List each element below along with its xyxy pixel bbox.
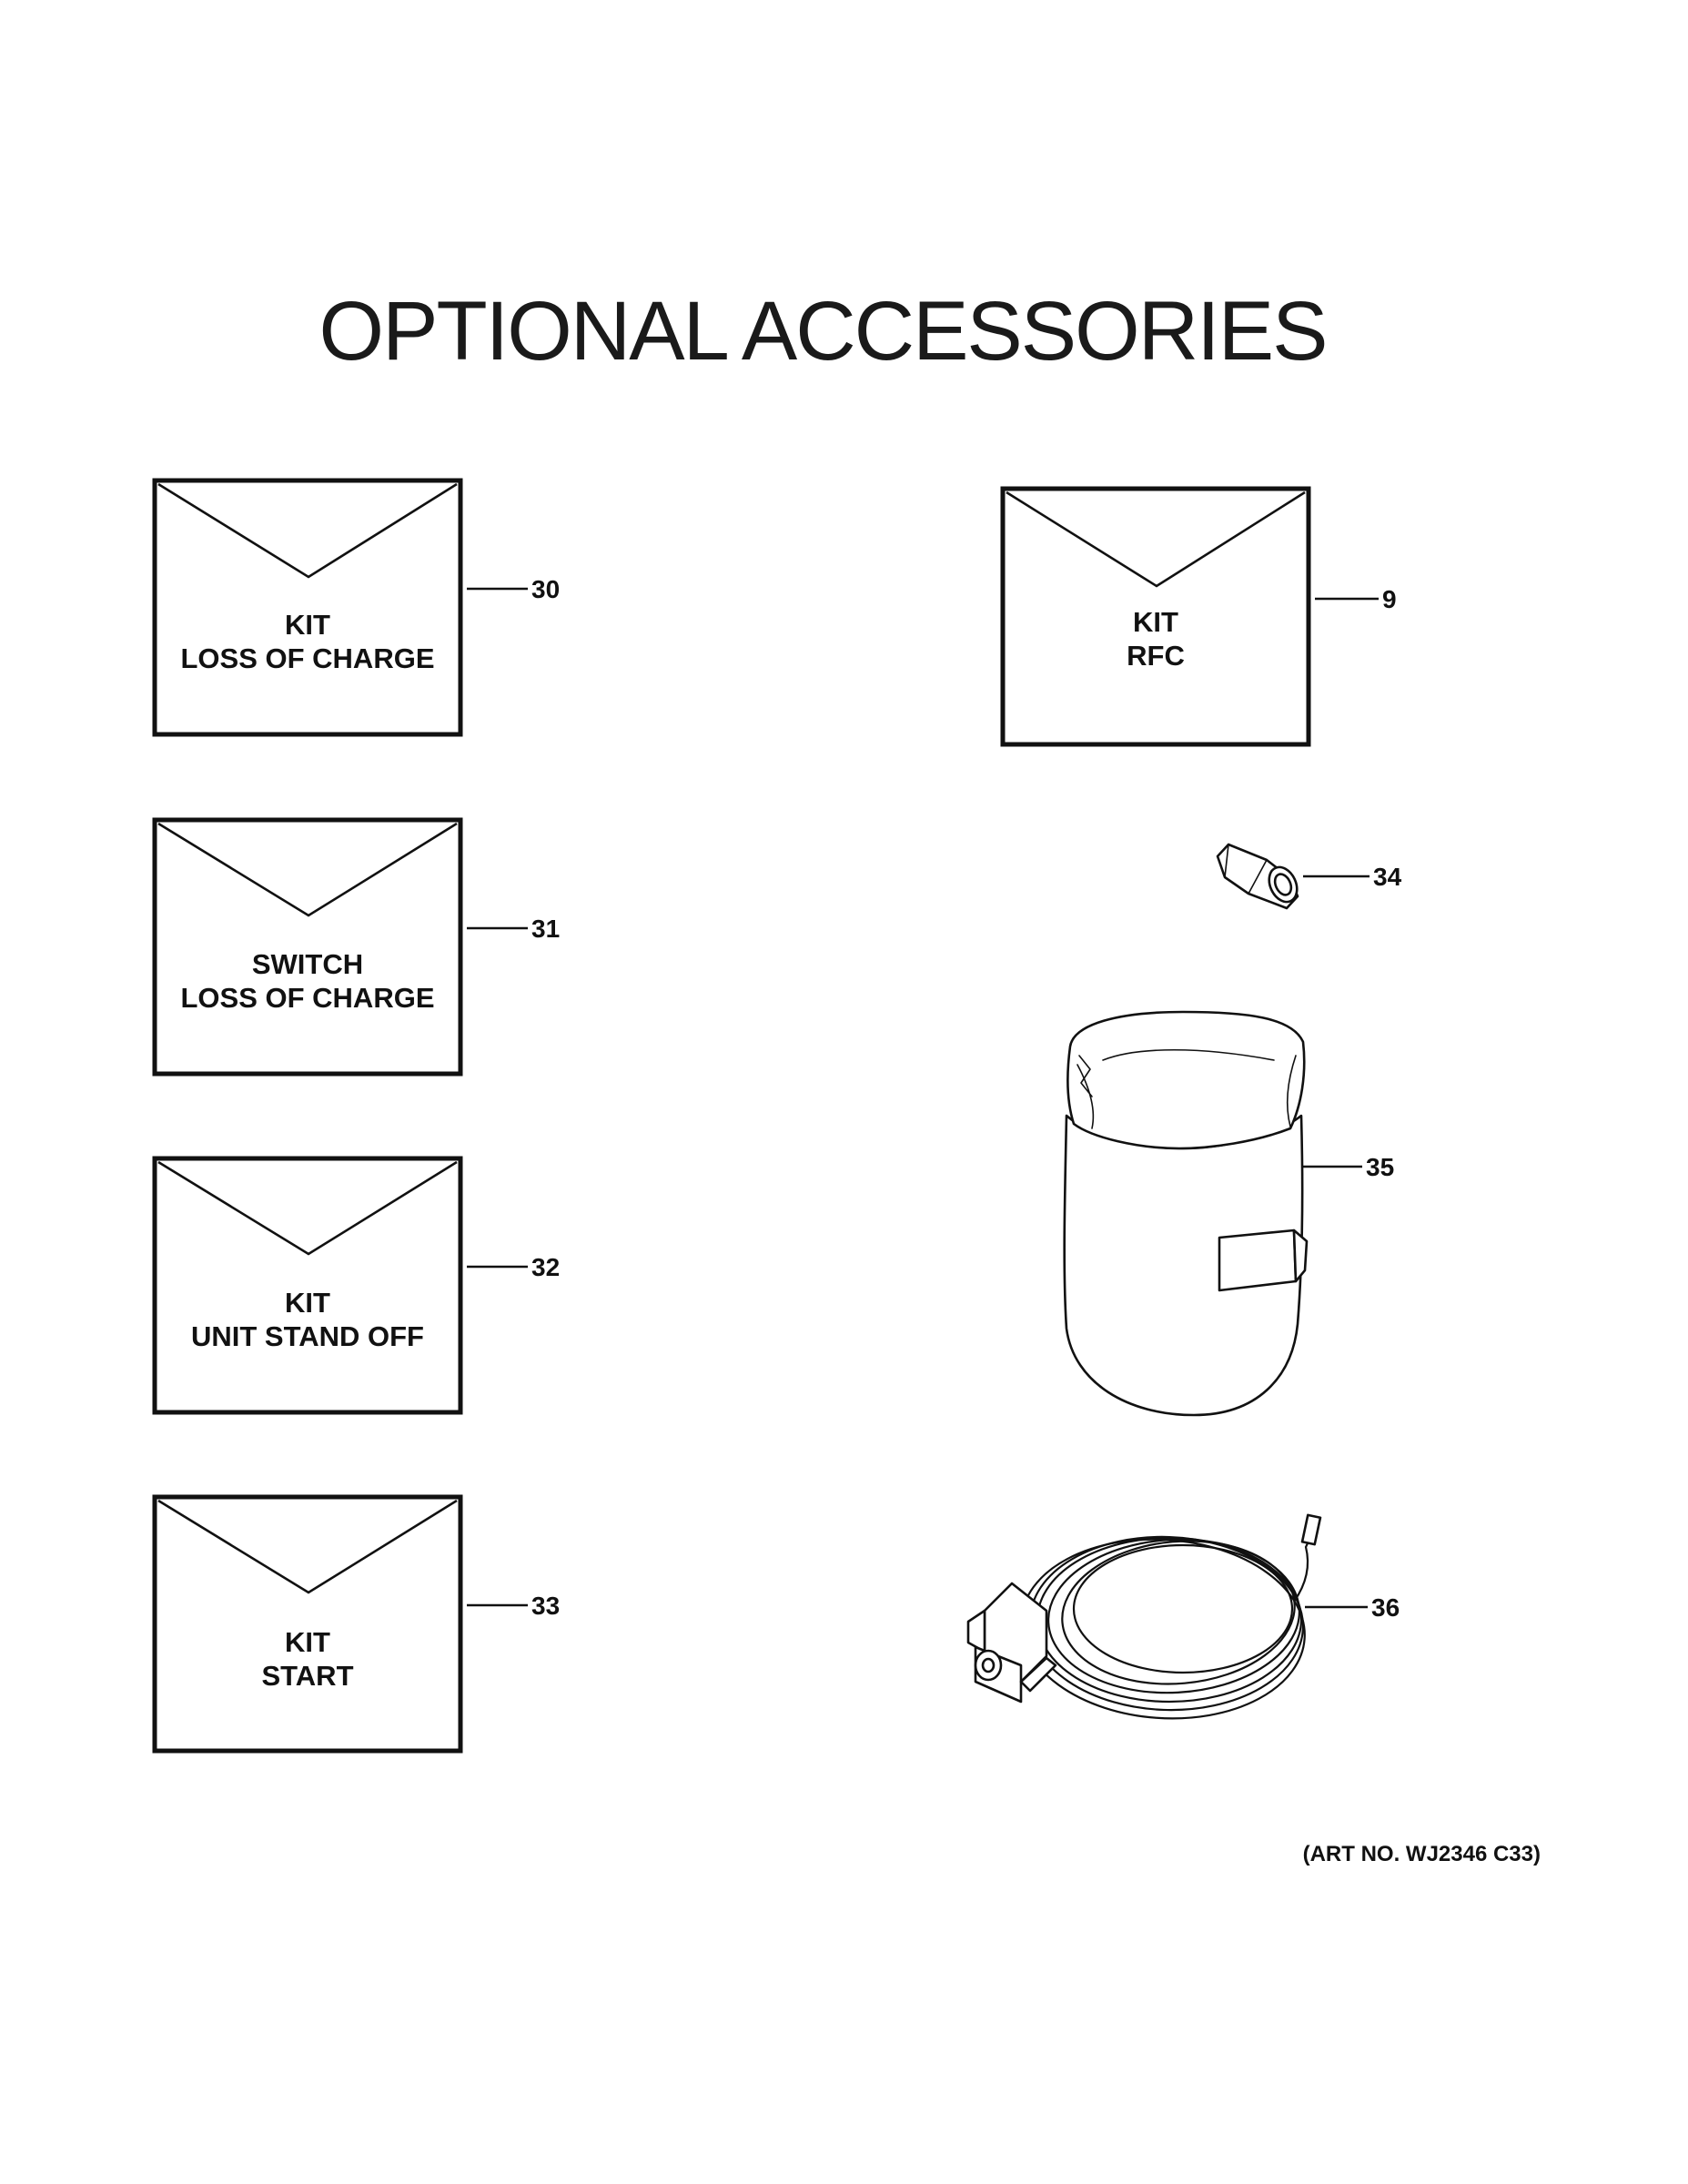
envelope-flap bbox=[157, 482, 458, 579]
callout-number: 33 bbox=[531, 1592, 560, 1620]
kit-label-line1: KIT bbox=[285, 609, 330, 641]
callout-number: 32 bbox=[531, 1253, 560, 1281]
kit-rfc: KIT RFC 9 bbox=[1000, 486, 1397, 747]
callout-number: 31 bbox=[531, 915, 560, 943]
kit-label-line2: LOSS OF CHARGE bbox=[180, 982, 434, 1014]
kit-envelope bbox=[152, 1494, 463, 1754]
kit-envelope bbox=[1000, 486, 1311, 747]
kit-label-line1: SWITCH bbox=[252, 948, 363, 980]
kit-loss-of-charge: KIT LOSS OF CHARGE 30 bbox=[152, 478, 560, 737]
coiled-cable-heater-icon bbox=[966, 1513, 1322, 1720]
callout-number: 35 bbox=[1366, 1153, 1394, 1181]
kit-label-line1: KIT bbox=[285, 1626, 330, 1658]
callout-number: 34 bbox=[1373, 863, 1402, 891]
part-coiled-cable: 36 bbox=[966, 1513, 1400, 1720]
kit-label-line1: KIT bbox=[285, 1287, 330, 1319]
switch-loss-of-charge: SWITCH LOSS OF CHARGE 31 bbox=[152, 817, 560, 1077]
envelope-flap bbox=[1006, 490, 1306, 588]
kit-envelope bbox=[152, 1156, 463, 1415]
kit-start: KIT START 33 bbox=[152, 1494, 560, 1754]
kit-label-line1: KIT bbox=[1133, 606, 1178, 638]
envelope-flap bbox=[157, 1499, 458, 1594]
hex-coupling-nut-icon bbox=[1216, 843, 1299, 910]
envelope-flap bbox=[157, 822, 458, 917]
envelope-flap bbox=[157, 1160, 458, 1256]
part-compressor-blanket: 35 bbox=[1063, 1010, 1394, 1417]
kit-label-line2: START bbox=[261, 1660, 353, 1692]
callout-number: 9 bbox=[1382, 585, 1397, 613]
kit-unit-stand-off: KIT UNIT STAND OFF 32 bbox=[152, 1156, 560, 1415]
compressor-blanket-icon bbox=[1063, 1010, 1309, 1417]
art-number: (ART NO. WJ2346 C33) bbox=[1303, 1842, 1541, 1866]
kit-label-line2: LOSS OF CHARGE bbox=[180, 642, 434, 674]
kit-label-line2: RFC bbox=[1127, 640, 1185, 672]
page-title: OPTIONAL ACCESSORIES bbox=[319, 285, 1327, 378]
part-hex-nut: 34 bbox=[1216, 843, 1402, 910]
kit-envelope bbox=[152, 478, 463, 737]
callout-number: 30 bbox=[531, 575, 560, 603]
kit-envelope bbox=[152, 817, 463, 1077]
kit-label-line2: UNIT STAND OFF bbox=[191, 1320, 424, 1352]
callout-number: 36 bbox=[1371, 1593, 1400, 1622]
